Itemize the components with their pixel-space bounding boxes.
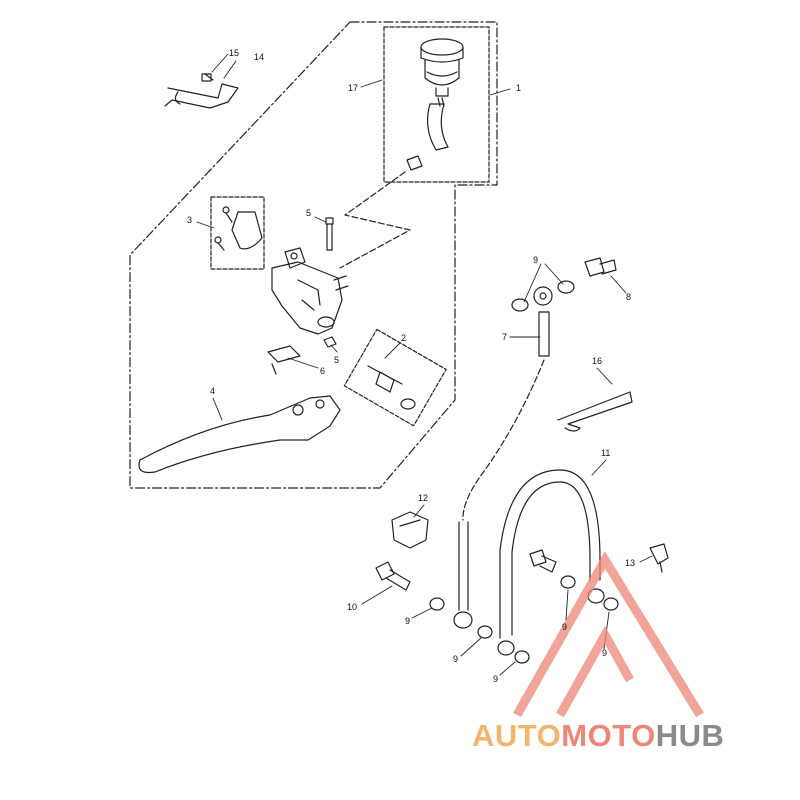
callout-11: 11 [601,448,610,458]
callout-1: 1 [516,83,521,93]
banjo-bolt-right [529,549,557,573]
callout-9-a: 9 [405,616,410,626]
nut-part-5 [323,336,337,348]
piston-kit [367,365,416,410]
callout-8: 8 [626,292,631,302]
watermark-triangle [513,551,704,718]
banjo-bolt-part-8 [584,257,617,277]
banjo-fitting-lower [453,611,473,629]
watermark-logo-text: AUTOMOTOHUB [472,718,724,754]
pivot-plate [267,345,301,375]
callout-12: 12 [418,493,428,503]
handlebar-clamp [214,206,263,251]
leader-lines [196,53,653,676]
callout-15: 15 [229,48,239,58]
wire-clip [557,391,633,432]
assembly-outline [129,21,498,489]
callout-9-e: 9 [602,648,607,658]
bolt-part-10 [375,561,411,591]
bracket-part-14 [164,73,239,109]
reservoir [406,38,464,171]
watermark-hub: HUB [655,718,725,753]
grommet [391,511,429,549]
brake-lever [138,395,341,474]
callout-17: 17 [348,83,358,93]
switch-fitting [649,543,669,573]
callout-16: 16 [592,356,602,366]
bolt-part-5 [325,217,334,251]
watermark-moto: MOTO [561,718,656,753]
piston-kit-box [343,328,447,427]
callout-13: 13 [625,558,635,568]
brake-hose-loop [499,469,601,639]
callout-9-upper: 9 [533,255,538,265]
hose-routing-line-lower [462,359,545,521]
callout-6: 6 [320,366,325,376]
callout-3: 3 [187,215,192,225]
callout-9-c: 9 [493,674,498,684]
hose-routing-line [339,171,411,269]
callout-9-b: 9 [453,654,458,664]
callout-5-lower: 5 [334,355,339,365]
callout-7: 7 [502,332,507,342]
callout-5-upper: 5 [306,208,311,218]
callout-10: 10 [347,602,357,612]
callout-14: 14 [254,52,264,62]
brake-hose-lower [458,521,469,611]
reservoir-group-box [383,26,490,183]
master-cylinder [271,247,349,335]
callout-2: 2 [401,333,406,343]
banjo-fitting-upper [511,280,575,357]
callout-9-d: 9 [562,622,567,632]
callout-4: 4 [210,386,215,396]
clamp-group-box [210,196,265,270]
watermark-auto: AUTO [472,718,562,753]
